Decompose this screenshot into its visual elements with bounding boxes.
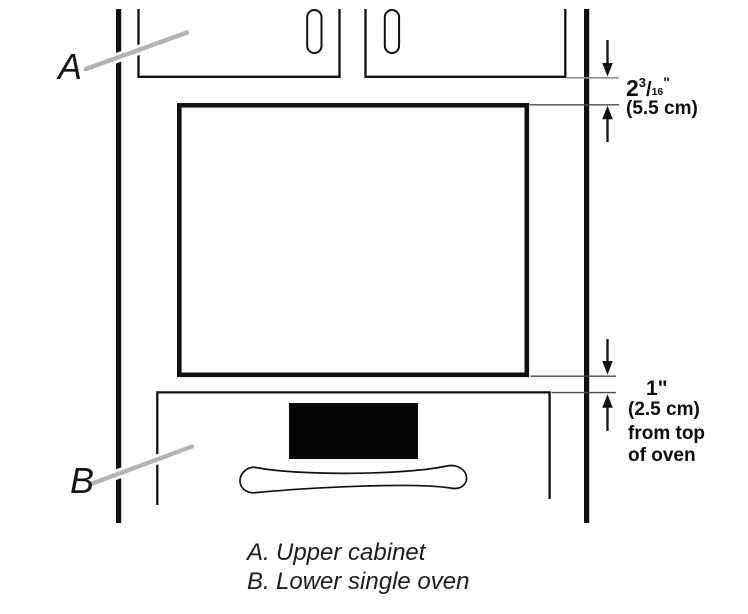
fraction-numerator: 3 [638, 75, 647, 90]
leader-line-b [88, 444, 195, 487]
arrow-down-head-icon [602, 63, 613, 77]
bottom-clearance-value: 1" [646, 377, 668, 400]
bottom-clearance-note-line2: of oven [628, 445, 696, 466]
legend-key-b: B. [247, 567, 270, 595]
cabinet-handle-slot-icon [383, 9, 401, 54]
oven-cutout-opening [177, 103, 530, 378]
bottom-clearance-note-line1: from top [628, 423, 706, 444]
oven-body-outline [156, 391, 551, 505]
oven-control-panel [289, 403, 418, 459]
bottom-clearance-metric: (2.5 cm) [628, 399, 700, 420]
callout-label-a: A [58, 46, 83, 87]
legend-item-b: B. Lower single oven [247, 568, 469, 597]
top-clearance-metric: (5.5 cm) [626, 98, 698, 119]
bottom-clearance-arrows [602, 339, 613, 431]
oven-door-handle [239, 464, 468, 494]
inches-whole: 2 [626, 75, 639, 101]
cabinet-handle-slot-icon [306, 9, 323, 54]
callout-leaders [81, 27, 197, 489]
legend-key-a: A. [247, 539, 270, 566]
dimension-extension-lines [529, 77, 619, 394]
fraction-denominator: 16 [651, 86, 664, 98]
legend: A. Upper cabinet B. Lower single oven [247, 539, 469, 596]
callout-label-b: B [70, 460, 95, 501]
right-wall-line [584, 9, 590, 523]
top-clearance-value: 23/16" [626, 75, 670, 100]
upper-cabinet-doors [137, 9, 567, 78]
fraction-slash: / [646, 79, 652, 101]
arrow-down-head-icon [602, 361, 613, 375]
lower-single-oven [156, 391, 551, 505]
inch-mark: " [663, 74, 670, 90]
upper-cabinet-right-door [364, 9, 567, 78]
upper-cabinet-left-door [137, 9, 341, 78]
legend-label-b: Lower single oven [276, 567, 470, 595]
left-wall-line [116, 9, 122, 523]
leader-line-a [83, 30, 190, 72]
arrow-up-head-icon [602, 105, 613, 120]
legend-item-a: A. Upper cabinet [247, 539, 469, 568]
legend-label-a: Upper cabinet [276, 539, 426, 566]
arrow-up-head-icon [602, 394, 613, 408]
top-clearance-arrows [602, 40, 613, 142]
cabinet-side-walls [116, 9, 590, 523]
